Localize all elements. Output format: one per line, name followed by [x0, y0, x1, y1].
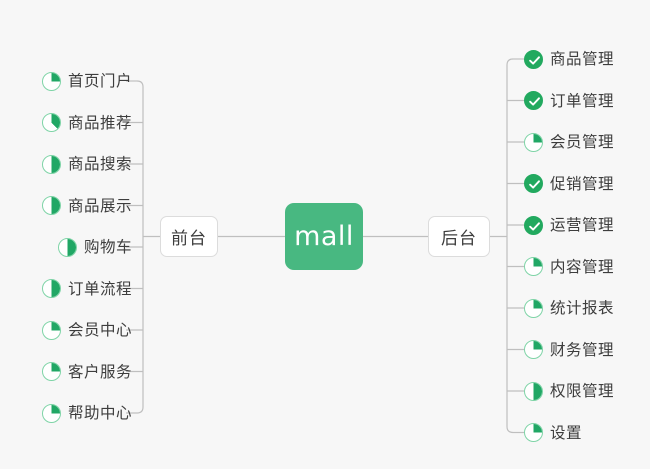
- pie-progress-icon: [41, 320, 61, 340]
- check-circle-icon: [524, 91, 543, 110]
- pie-progress-icon: [41, 362, 61, 381]
- leaf-item-label: 客户服务: [67, 362, 132, 381]
- leaf-item-label: 统计报表: [550, 299, 615, 317]
- leaf-item-label: 商品推荐: [67, 113, 132, 132]
- pie-wedge: [58, 238, 76, 256]
- leaf-item-label: 帮助中心: [67, 404, 132, 422]
- check-circle-icon: [524, 174, 543, 193]
- leaf-item[interactable]: 财务管理: [524, 337, 614, 363]
- leaf-item-label: 商品管理: [550, 50, 615, 68]
- pie-wedge: [525, 382, 542, 400]
- leaf-item[interactable]: 会员中心: [41, 317, 132, 343]
- leaf-item[interactable]: 商品管理: [524, 46, 614, 72]
- leaf-item-label: 商品展示: [67, 196, 132, 215]
- leaf-item-label: 运营管理: [550, 216, 615, 234]
- pie-wedge: [525, 424, 542, 441]
- pie-wedge: [42, 155, 60, 173]
- leaf-item[interactable]: 客户服务: [41, 359, 132, 385]
- leaf-item-label: 会员管理: [550, 133, 615, 151]
- pie-progress-icon: [41, 196, 61, 215]
- pie-wedge: [42, 321, 60, 339]
- pie-progress-icon: [524, 298, 543, 318]
- leaf-item-label: 商品搜索: [67, 155, 132, 173]
- pie-progress-icon: [524, 381, 543, 401]
- pie-progress-icon: [524, 340, 543, 359]
- leaf-item-label: 首页门户: [67, 72, 132, 90]
- pie-progress-icon: [41, 113, 61, 132]
- leaf-item-label: 订单管理: [550, 91, 615, 110]
- leaf-item-label: 财务管理: [550, 340, 615, 359]
- pie-progress-icon: [41, 154, 61, 174]
- leaf-item-label: 促销管理: [550, 174, 615, 193]
- leaf-item[interactable]: 权限管理: [524, 378, 614, 404]
- pie-wedge: [525, 133, 542, 151]
- check-circle-icon: [524, 215, 543, 235]
- leaf-item-label: 购物车: [83, 238, 132, 256]
- pie-progress-icon: [524, 257, 543, 276]
- branch-node-backend[interactable]: 后台: [428, 216, 490, 257]
- pie-wedge: [42, 72, 60, 90]
- pie-progress-icon: [524, 423, 543, 442]
- root-node-mall[interactable]: mall: [285, 203, 363, 270]
- pie-progress-icon: [57, 237, 77, 257]
- leaf-item[interactable]: 运营管理: [524, 212, 614, 238]
- leaf-item[interactable]: 购物车: [57, 234, 132, 260]
- leaf-item[interactable]: 商品搜索: [41, 151, 132, 177]
- pie-wedge: [42, 404, 60, 422]
- pie-progress-icon: [524, 132, 543, 152]
- pie-progress-icon: [41, 279, 61, 298]
- pie-wedge: [525, 341, 542, 358]
- leaf-item[interactable]: 首页门户: [41, 68, 132, 94]
- pie-wedge: [42, 114, 60, 131]
- leaf-item[interactable]: 商品展示: [41, 193, 132, 219]
- pie-progress-icon: [41, 71, 61, 91]
- leaf-item-label: 权限管理: [550, 382, 615, 400]
- pie-wedge: [42, 363, 60, 380]
- check-circle-icon: [524, 49, 543, 69]
- leaf-item[interactable]: 帮助中心: [41, 400, 132, 426]
- leaf-item[interactable]: 会员管理: [524, 129, 614, 155]
- branch-node-frontend[interactable]: 前台: [160, 216, 218, 257]
- pie-wedge: [525, 258, 542, 275]
- leaf-item[interactable]: 设置: [524, 420, 582, 446]
- leaf-item[interactable]: 促销管理: [524, 171, 614, 197]
- leaf-item[interactable]: 内容管理: [524, 254, 614, 280]
- connector-path: [506, 58, 514, 434]
- pie-wedge: [525, 299, 542, 317]
- pie-progress-icon: [41, 403, 61, 423]
- pie-wedge: [42, 280, 60, 297]
- leaf-item[interactable]: 商品推荐: [41, 110, 132, 136]
- leaf-item-label: 订单流程: [67, 279, 132, 298]
- leaf-item-label: 内容管理: [550, 257, 615, 276]
- leaf-item[interactable]: 订单管理: [524, 88, 614, 114]
- leaf-item-label: 设置: [550, 423, 583, 442]
- leaf-item-label: 会员中心: [67, 321, 132, 339]
- pie-wedge: [42, 197, 60, 214]
- leaf-item[interactable]: 订单流程: [41, 276, 132, 302]
- leaf-item[interactable]: 统计报表: [524, 295, 614, 321]
